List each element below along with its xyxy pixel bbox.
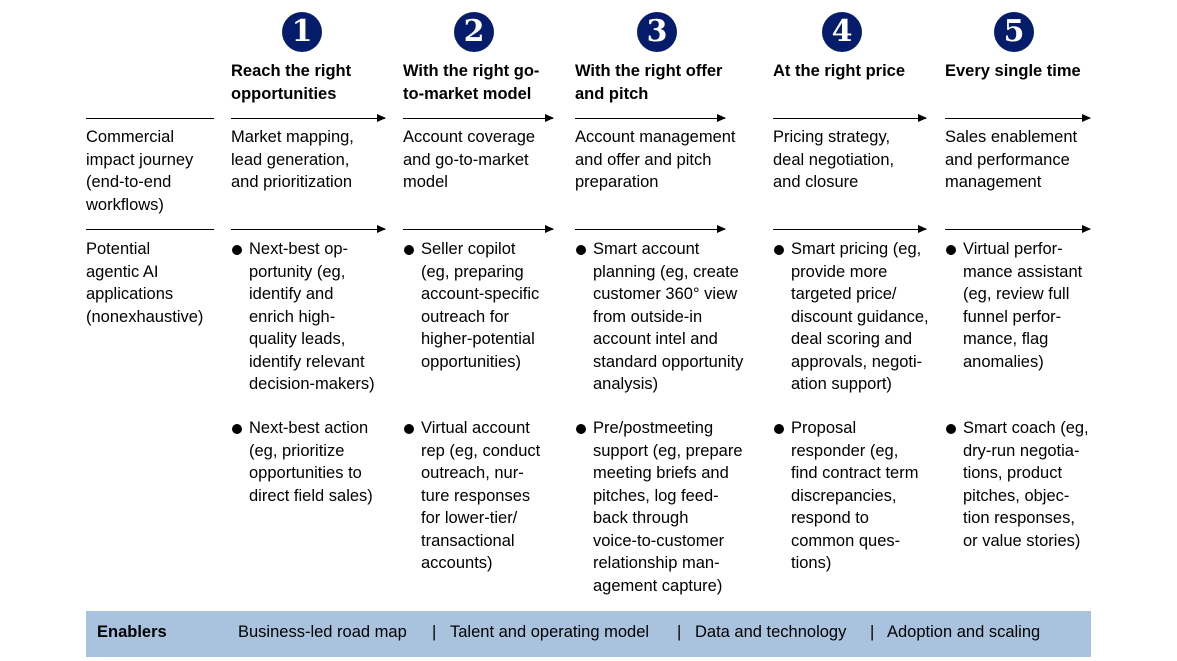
stage-2-application-2: Virtual account rep (eg, conduct outreac…: [403, 417, 540, 575]
stage-4-applications-arrow: [773, 225, 927, 233]
stage-2-title: With the right go- to-market model: [403, 62, 540, 103]
enabler-separator: |: [677, 623, 682, 641]
enabler-separator: |: [870, 623, 875, 641]
stage-1-application-2: Next-best action (eg, prioritize opportu…: [231, 417, 373, 507]
stage-1-applications-arrow: [231, 225, 386, 233]
stage-4-title: At the right price: [773, 62, 906, 80]
applications-row-divider: [86, 229, 214, 230]
bullet-icon: [576, 245, 586, 255]
stage-5-workflow: Sales enablement and performance managem…: [945, 128, 1078, 191]
bullet-icon: [404, 424, 414, 434]
stage-3-number-badge: 3: [637, 12, 677, 52]
stage-5-journey-arrow: [945, 114, 1091, 122]
stage-3-journey-arrow: [575, 114, 726, 122]
bullet-icon: [232, 424, 242, 434]
stage-4-number-badge: 4: [822, 12, 862, 52]
stage-3-application-1: Smart account planning (eg, create custo…: [575, 238, 743, 396]
bullet-icon: [576, 424, 586, 434]
stage-5-applications-arrow: [945, 225, 1091, 233]
bullet-icon: [946, 424, 956, 434]
stage-2-number-badge: 2: [454, 12, 494, 52]
stage-3-applications-arrow: [575, 225, 726, 233]
stage-3-title: With the right offer and pitch: [575, 62, 723, 103]
journey-row-label: Commercial impact journey (end-to-end wo…: [86, 128, 194, 214]
stage-2-journey-arrow: [403, 114, 554, 122]
stage-4-application-2: Proposal responder (eg, find contract te…: [773, 417, 918, 575]
stage-5-application-1: Virtual perfor- mance assistant (eg, rev…: [945, 238, 1082, 373]
stage-3-workflow: Account management and offer and pitch p…: [575, 128, 736, 191]
enabler-item: Talent and operating model: [450, 623, 650, 641]
enabler-item: Data and technology: [695, 623, 847, 641]
bullet-icon: [774, 424, 784, 434]
stage-4-application-1: Smart pricing (eg, provide more targeted…: [773, 238, 929, 396]
stage-1-workflow: Market mapping, lead generation, and pri…: [231, 128, 354, 191]
stage-4-workflow: Pricing strategy, deal negotiation, and …: [773, 128, 895, 191]
bullet-icon: [404, 245, 414, 255]
enablers-bar: Enablers Business-led road map | Talent …: [86, 611, 1091, 657]
stage-5-title: Every single time: [945, 62, 1081, 80]
stage-2-workflow: Account coverage and go-to-market model: [403, 128, 536, 191]
stage-1-application-1: Next-best op- portunity (eg, identify an…: [231, 238, 375, 396]
bullet-icon: [774, 245, 784, 255]
stage-5-number-badge: 5: [994, 12, 1034, 52]
journey-row-divider: [86, 118, 214, 119]
enabler-item: Adoption and scaling: [887, 623, 1041, 641]
enabler-item: Business-led road map: [238, 623, 407, 641]
stage-2-application-1: Seller copilot (eg, preparing account-sp…: [403, 238, 539, 373]
enablers-label: Enablers: [97, 623, 167, 641]
bullet-icon: [946, 245, 956, 255]
stage-1-title: Reach the right opportunities: [231, 62, 352, 103]
stage-5-application-2: Smart coach (eg, dry-run negotia- tions,…: [945, 417, 1089, 552]
applications-row-label: Potential agentic AI applications (nonex…: [86, 240, 204, 326]
stage-3-application-2: Pre/postmeeting support (eg, prepare mee…: [575, 417, 743, 597]
stage-1-number-badge: 1: [282, 12, 322, 52]
bullet-icon: [232, 245, 242, 255]
stage-1-journey-arrow: [231, 114, 386, 122]
stage-2-applications-arrow: [403, 225, 554, 233]
stage-4-journey-arrow: [773, 114, 927, 122]
enabler-separator: |: [432, 623, 437, 641]
